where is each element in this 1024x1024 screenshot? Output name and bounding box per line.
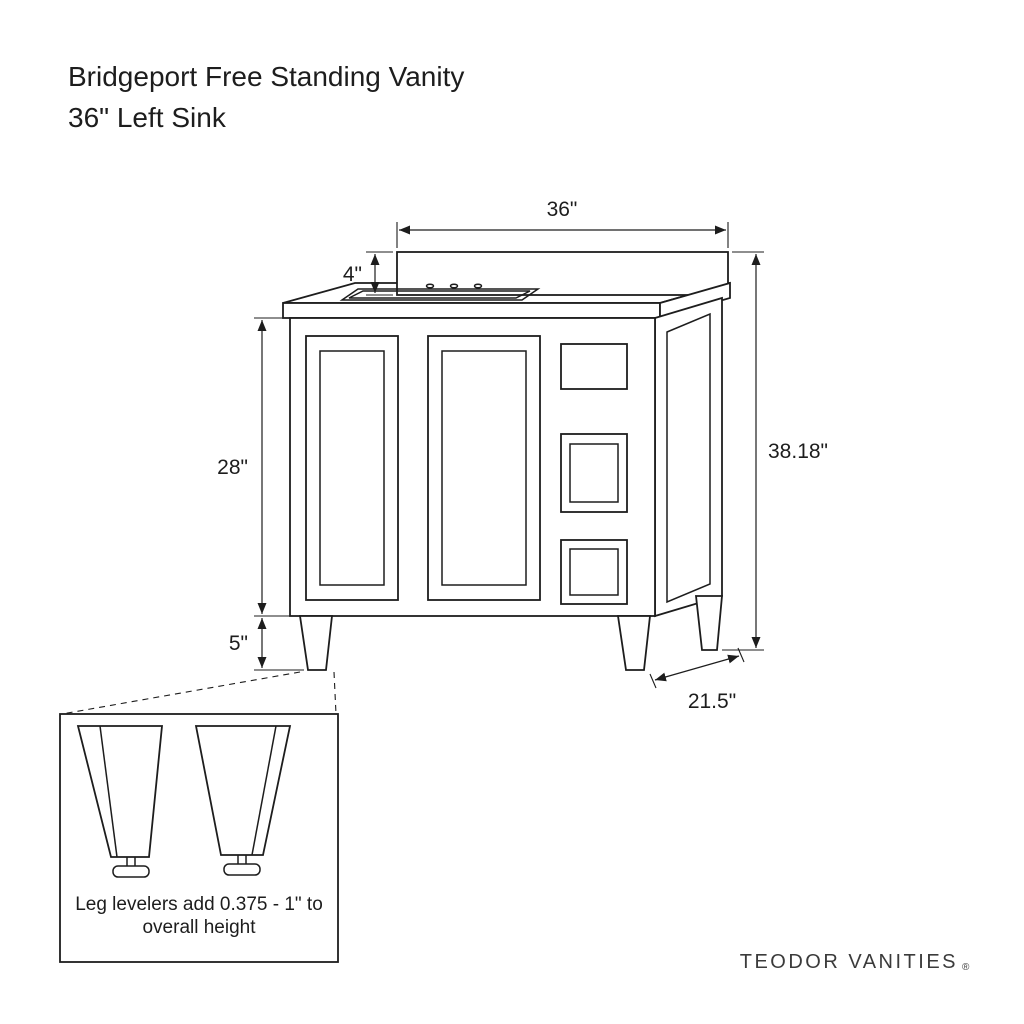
inset-leg-left-body [76, 725, 163, 858]
door-left [305, 335, 399, 601]
door-left-panel [319, 350, 385, 586]
dimension-top-width: 36" [396, 198, 729, 248]
countertop-front-edge [282, 302, 661, 319]
dimension-backsplash-height: 4" [343, 251, 393, 296]
inset-leader-lines [61, 671, 337, 715]
inset-leg-right [194, 725, 292, 876]
leg-front-right [616, 615, 652, 671]
countertop-side-edge [659, 281, 731, 320]
side-panel [654, 296, 723, 618]
brand: TEODOR VANITIES ® [740, 951, 970, 973]
dimension-depth: 21.5" [649, 647, 745, 713]
drawer-middle [560, 433, 628, 513]
faucet-hole [425, 283, 435, 289]
dimension-leg-height: 5" [229, 618, 304, 671]
leveler-foot-right [223, 863, 261, 876]
dim-label-depth: 21.5" [688, 690, 736, 713]
dim-label-leg-height: 5" [229, 632, 248, 655]
drawer-bottom-panel [569, 548, 619, 596]
brand-name: TEODOR VANITIES [740, 951, 958, 973]
sink-cutout [339, 288, 541, 301]
door-middle-frame [427, 335, 541, 601]
vanity-drawing [282, 251, 731, 671]
dim-label-backsplash: 4" [343, 263, 362, 286]
leg-detail-inset: Leg levelers add 0.375 - 1" to overall h… [59, 713, 339, 963]
dim-label-overall-height: 38.18" [768, 440, 828, 463]
extension-line [649, 673, 657, 689]
page-title-line-2: 36" Left Sink [68, 102, 227, 133]
inset-leg-right-edge [251, 725, 277, 856]
leg-back-right [694, 595, 723, 651]
leader-line-right [333, 671, 337, 715]
dim-label-cabinet-height: 28" [217, 456, 248, 479]
inset-leg-left [76, 725, 163, 878]
leader-line-left [61, 671, 301, 715]
drawer-top [560, 343, 628, 390]
inset-note-line-2: overall height [142, 917, 256, 938]
drawer-stack [560, 343, 628, 605]
extension-line [737, 647, 745, 663]
dim-label-top-width: 36" [547, 198, 578, 221]
door-middle [427, 335, 541, 601]
faucet-holes [425, 283, 483, 289]
dimension-overall-height: 38.18" [722, 251, 828, 651]
side-panel-inset [666, 312, 711, 604]
page-title-line-1: Bridgeport Free Standing Vanity [68, 61, 464, 92]
drawer-middle-panel [569, 443, 619, 503]
door-left-frame [305, 335, 399, 601]
leg-front-left [298, 615, 334, 671]
inset-leg-right-body [194, 725, 292, 856]
sink-inner-rim [348, 290, 531, 299]
inset-leg-left-edge [99, 725, 118, 858]
sink-outer-rim [339, 288, 541, 301]
registered-trademark-icon: ® [962, 962, 970, 973]
dimension-cabinet-height: 28" [217, 317, 296, 617]
door-middle-panel [441, 350, 527, 586]
inset-note-line-1: Leg levelers add 0.375 - 1" to [75, 894, 323, 915]
faucet-hole [473, 283, 483, 289]
vanity-legs [298, 595, 723, 671]
dimension-line [654, 654, 740, 682]
faucet-hole [449, 283, 459, 289]
leveler-foot-left [112, 865, 150, 878]
drawer-bottom [560, 539, 628, 605]
